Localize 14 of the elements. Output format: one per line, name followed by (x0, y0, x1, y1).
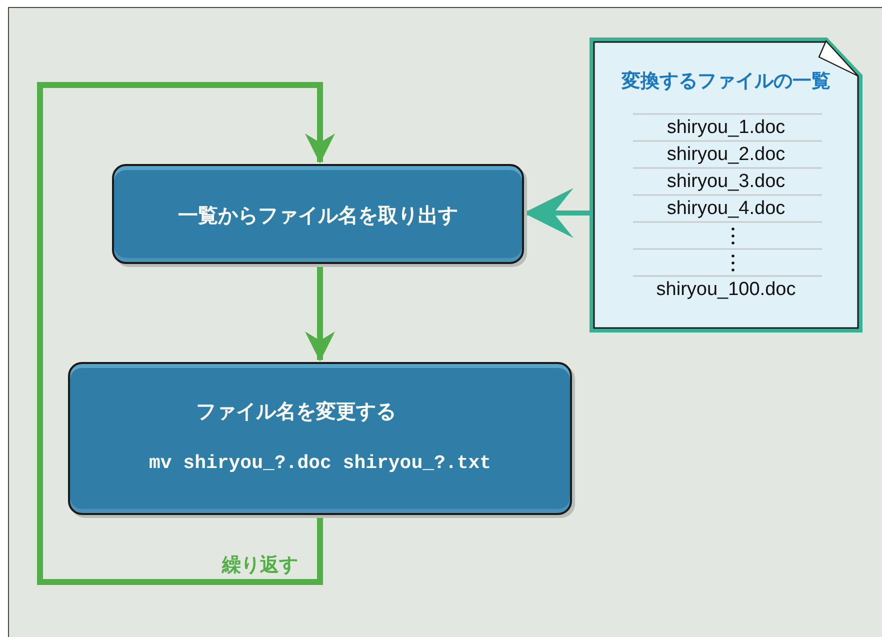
edge-label: 繰り返す (222, 553, 298, 578)
list-item: shiryou_100.doc (655, 278, 797, 302)
process-box (68, 362, 572, 515)
list-item: shiryou_2.doc (666, 143, 786, 167)
process-box (112, 164, 524, 264)
list-item: shiryou_1.doc (666, 116, 786, 140)
document-title: 変換するファイルの一覧 (620, 69, 832, 94)
arrow (305, 265, 335, 362)
command-text: mv shiryou_?.doc shiryou_?.txt (148, 452, 492, 474)
list-item: shiryou_4.doc (666, 197, 786, 221)
list-item: shiryou_3.doc (666, 170, 786, 194)
box-title: 一覧からファイル名を取り出す (177, 202, 459, 229)
arrow (37, 82, 335, 585)
box-title: ファイル名を変更する (196, 398, 396, 425)
